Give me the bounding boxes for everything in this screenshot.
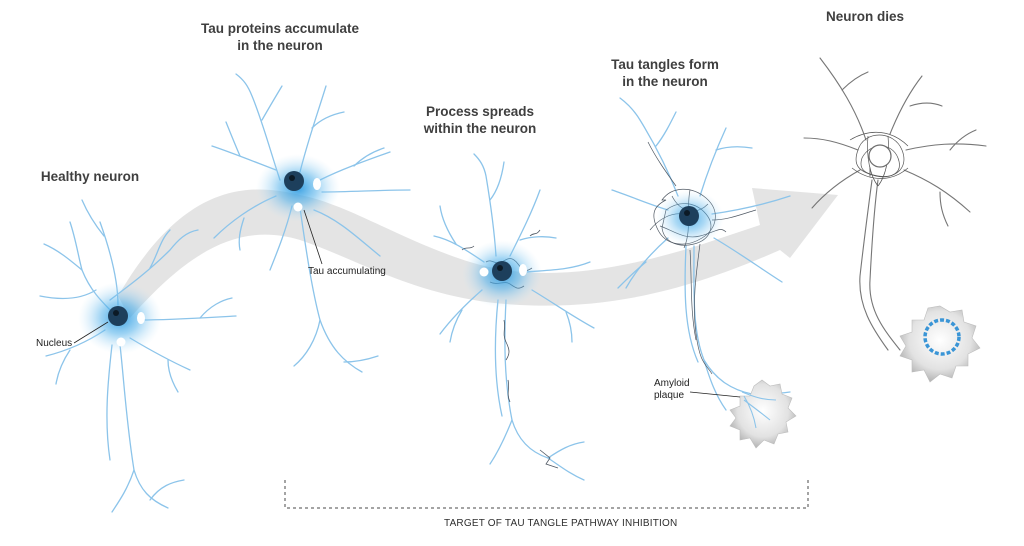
label-tau-accumulating: Tau accumulating (308, 266, 386, 277)
neuron-spreading (433, 153, 595, 481)
title-process-spreads: Process spreads within the neuron (423, 104, 537, 136)
tau-dot (293, 202, 303, 212)
amyloid-pointer (689, 391, 741, 398)
neuron-healthy-nucleus (108, 306, 128, 326)
target-bracket (284, 480, 809, 509)
dead-plaque (899, 305, 981, 383)
tau-accumulating-pointer (303, 209, 323, 265)
title-tau-accumulate: Tau proteins accumulate in the neuron (200, 21, 360, 53)
tau-dot (519, 264, 527, 276)
title-healthy-neuron: Healthy neuron (40, 169, 140, 184)
neuron-spreading-nucleus (492, 261, 512, 281)
label-nucleus: Nucleus (36, 338, 73, 349)
neuron-tangles-nucleus (679, 206, 699, 226)
neuron-healthy (39, 199, 237, 513)
dead-neuron-soma (868, 144, 892, 168)
nucleus-pointer (73, 321, 109, 344)
plaque-dendrites (741, 391, 777, 429)
title-neuron-dies: Neuron dies (825, 9, 904, 24)
dead-neuron-tangle (849, 131, 909, 187)
tau-dot (313, 178, 321, 190)
neuron-dead (803, 57, 987, 351)
neuron-accumulating-nucleus (284, 171, 304, 191)
tau-dot (479, 267, 489, 277)
tau-dot (137, 312, 145, 324)
tau-dot (116, 337, 126, 347)
dead-terminal-ring (923, 318, 961, 356)
label-target-inhibition: TARGET OF TAU TANGLE PATHWAY INHIBITION (444, 518, 678, 529)
label-amyloid-plaque: Amyloid plaque (654, 378, 690, 401)
title-tau-tangles: Tau tangles form in the neuron (611, 57, 719, 89)
